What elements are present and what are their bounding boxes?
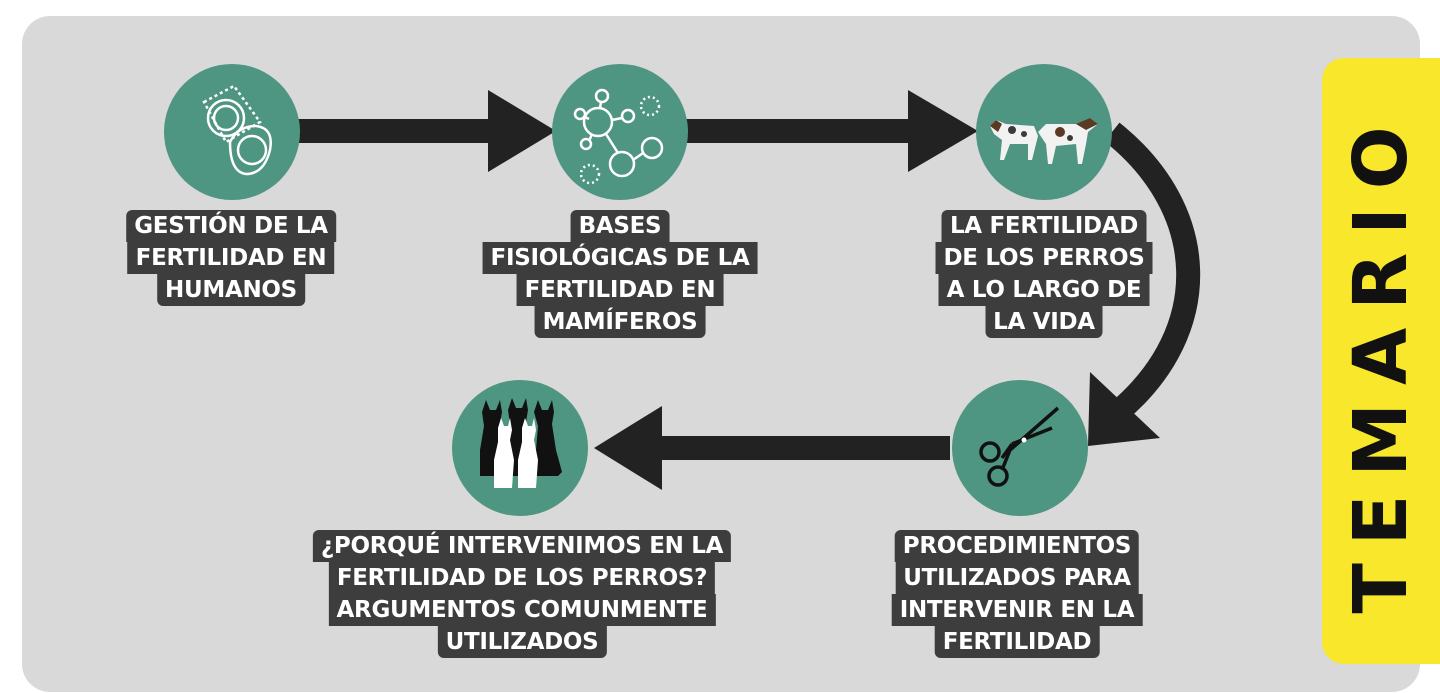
node-two-dogs (976, 64, 1112, 200)
topic-1-line-1: GESTIÓN DE LA (126, 210, 336, 242)
arrow-2-3 (686, 119, 920, 143)
topic-3-line-2: DE LOS PERROS (935, 242, 1153, 274)
topic-3-line-4: LA VIDA (985, 306, 1103, 338)
topic-label-2: BASES FISIOLÓGICAS DE LA FERTILIDAD EN M… (482, 210, 758, 338)
molecule-icon (573, 88, 664, 185)
temario-title: TEMARIO (1338, 108, 1424, 614)
topic-label-5: ¿PORQUÉ INTERVENIMOS EN LA FERTILIDAD DE… (312, 530, 732, 658)
topic-3-line-3: A LO LARGO DE (938, 274, 1150, 306)
topic-4-line-2: UTILIZADOS PARA (895, 562, 1139, 594)
arrow-4-5-head (594, 406, 662, 490)
arrow-3-4-head (1088, 372, 1160, 446)
temario-tab: TEMARIO (1322, 58, 1440, 664)
topic-label-1: GESTIÓN DE LA FERTILIDAD EN HUMANOS (126, 210, 336, 306)
topic-label-4: PROCEDIMIENTOS UTILIZADOS PARA INTERVENI… (891, 530, 1143, 658)
arrow-2-3-head (908, 90, 978, 172)
node-scissors (952, 380, 1088, 516)
topic-4-line-4: FERTILIDAD (934, 626, 1100, 658)
node-dogs-silhouette (452, 380, 588, 516)
topic-5-line-2: FERTILIDAD DE LOS PERROS? (328, 562, 716, 594)
arrow-1-2-head (488, 90, 556, 172)
arrow-1-2 (298, 119, 502, 143)
arrow-4-5 (650, 436, 950, 460)
topic-1-line-2: FERTILIDAD EN (127, 242, 335, 274)
two-dogs-icon (990, 118, 1098, 164)
condom-icon (202, 84, 272, 176)
topic-1-line-3: HUMANOS (157, 274, 305, 306)
dogs-silhouette-icon (480, 398, 562, 488)
scissors-icon (979, 406, 1060, 487)
topic-4-line-3: INTERVENIR EN LA (891, 594, 1143, 626)
topic-2-line-4: MAMÍFEROS (534, 306, 706, 338)
topic-4-line-1: PROCEDIMIENTOS (894, 530, 1140, 562)
node-molecule (552, 64, 688, 200)
topic-5-line-1: ¿PORQUÉ INTERVENIMOS EN LA (312, 530, 732, 562)
topic-2-line-1: BASES (570, 210, 670, 242)
node-condom (164, 64, 300, 200)
topic-5-line-3: ARGUMENTOS COMUNMENTE (328, 594, 716, 626)
topic-label-3: LA FERTILIDAD DE LOS PERROS A LO LARGO D… (935, 210, 1153, 338)
arrow-3-4-curve (1104, 122, 1201, 422)
topic-3-line-1: LA FERTILIDAD (941, 210, 1147, 242)
topic-2-line-3: FERTILIDAD EN (516, 274, 724, 306)
topic-2-line-2: FISIOLÓGICAS DE LA (482, 242, 758, 274)
topic-5-line-4: UTILIZADOS (437, 626, 607, 658)
